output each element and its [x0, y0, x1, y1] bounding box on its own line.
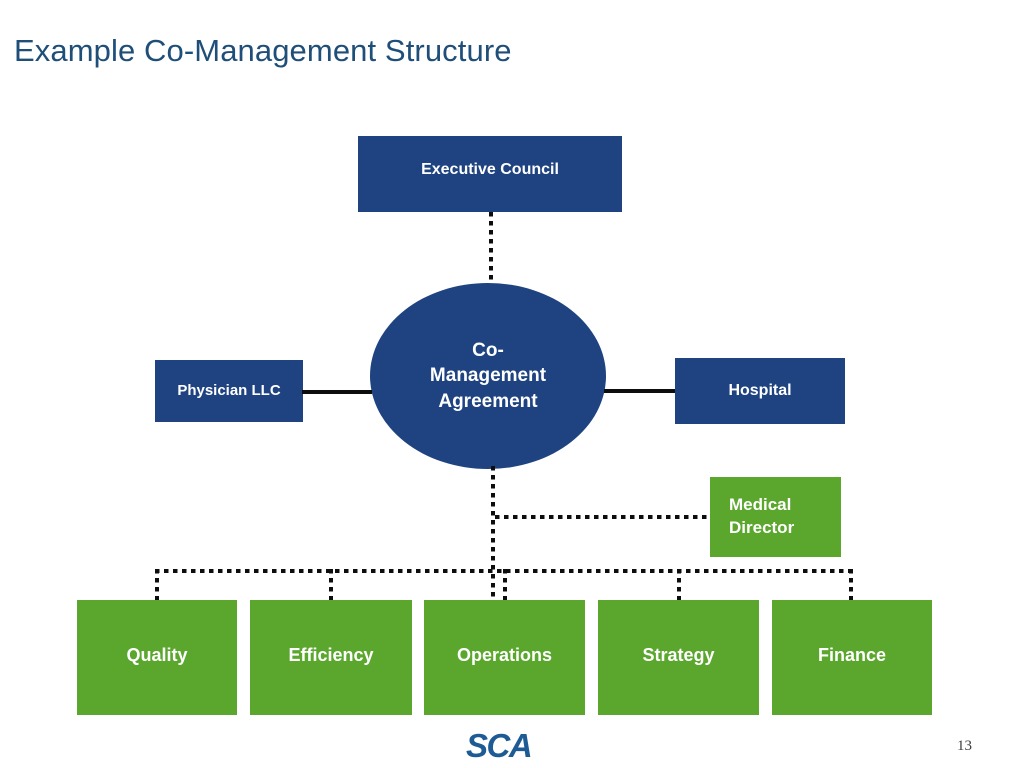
connector-agreement-trunk [491, 466, 495, 604]
node-medical-director-label: Medical Director [729, 494, 794, 540]
page-number: 13 [957, 738, 972, 754]
node-executive-council-label: Executive Council [421, 161, 559, 178]
medical-director-line-2: Director [729, 518, 795, 537]
connector-trunk-to-medical-director [495, 515, 712, 519]
node-co-management-agreement-label: Co- Management Agreement [430, 338, 546, 415]
node-quality[interactable]: Quality [77, 600, 237, 715]
connector-drop-efficiency [329, 569, 333, 602]
node-quality-label: Quality [126, 645, 188, 665]
node-efficiency-label: Efficiency [288, 645, 374, 665]
connector-executive-to-agreement [489, 212, 493, 284]
agreement-line-1: Co- [472, 339, 504, 361]
node-efficiency[interactable]: Efficiency [250, 600, 412, 715]
node-finance[interactable]: Finance [772, 600, 932, 715]
agreement-line-2: Management [429, 365, 547, 387]
page-title: Example Co-Management Structure [14, 33, 512, 68]
connector-agreement-to-hospital [604, 389, 677, 393]
node-hospital[interactable]: Hospital [675, 358, 845, 424]
node-operations-label: Operations [456, 645, 553, 665]
node-hospital-label: Hospital [728, 382, 792, 400]
node-co-management-agreement[interactable]: Co- Management Agreement [370, 283, 606, 469]
connector-drop-finance [849, 569, 853, 602]
node-operations[interactable]: Operations [424, 600, 585, 715]
node-strategy[interactable]: Strategy [598, 600, 759, 715]
sca-logo: SCA [466, 727, 533, 764]
agreement-line-3: Agreement [438, 390, 538, 412]
connector-drop-quality [155, 569, 159, 602]
connector-drop-strategy [677, 569, 681, 602]
node-medical-director[interactable]: Medical Director [710, 477, 841, 557]
connector-physician-to-agreement [302, 390, 372, 394]
connector-drop-operations [503, 569, 507, 602]
node-finance-label: Finance [817, 645, 887, 665]
node-physician-llc[interactable]: Physician LLC [155, 360, 303, 422]
medical-director-line-1: Medical [729, 495, 792, 515]
node-executive-council[interactable]: Executive Council [358, 136, 622, 212]
node-physician-llc-label: Physician LLC [177, 381, 281, 399]
node-strategy-label: Strategy [642, 645, 715, 665]
